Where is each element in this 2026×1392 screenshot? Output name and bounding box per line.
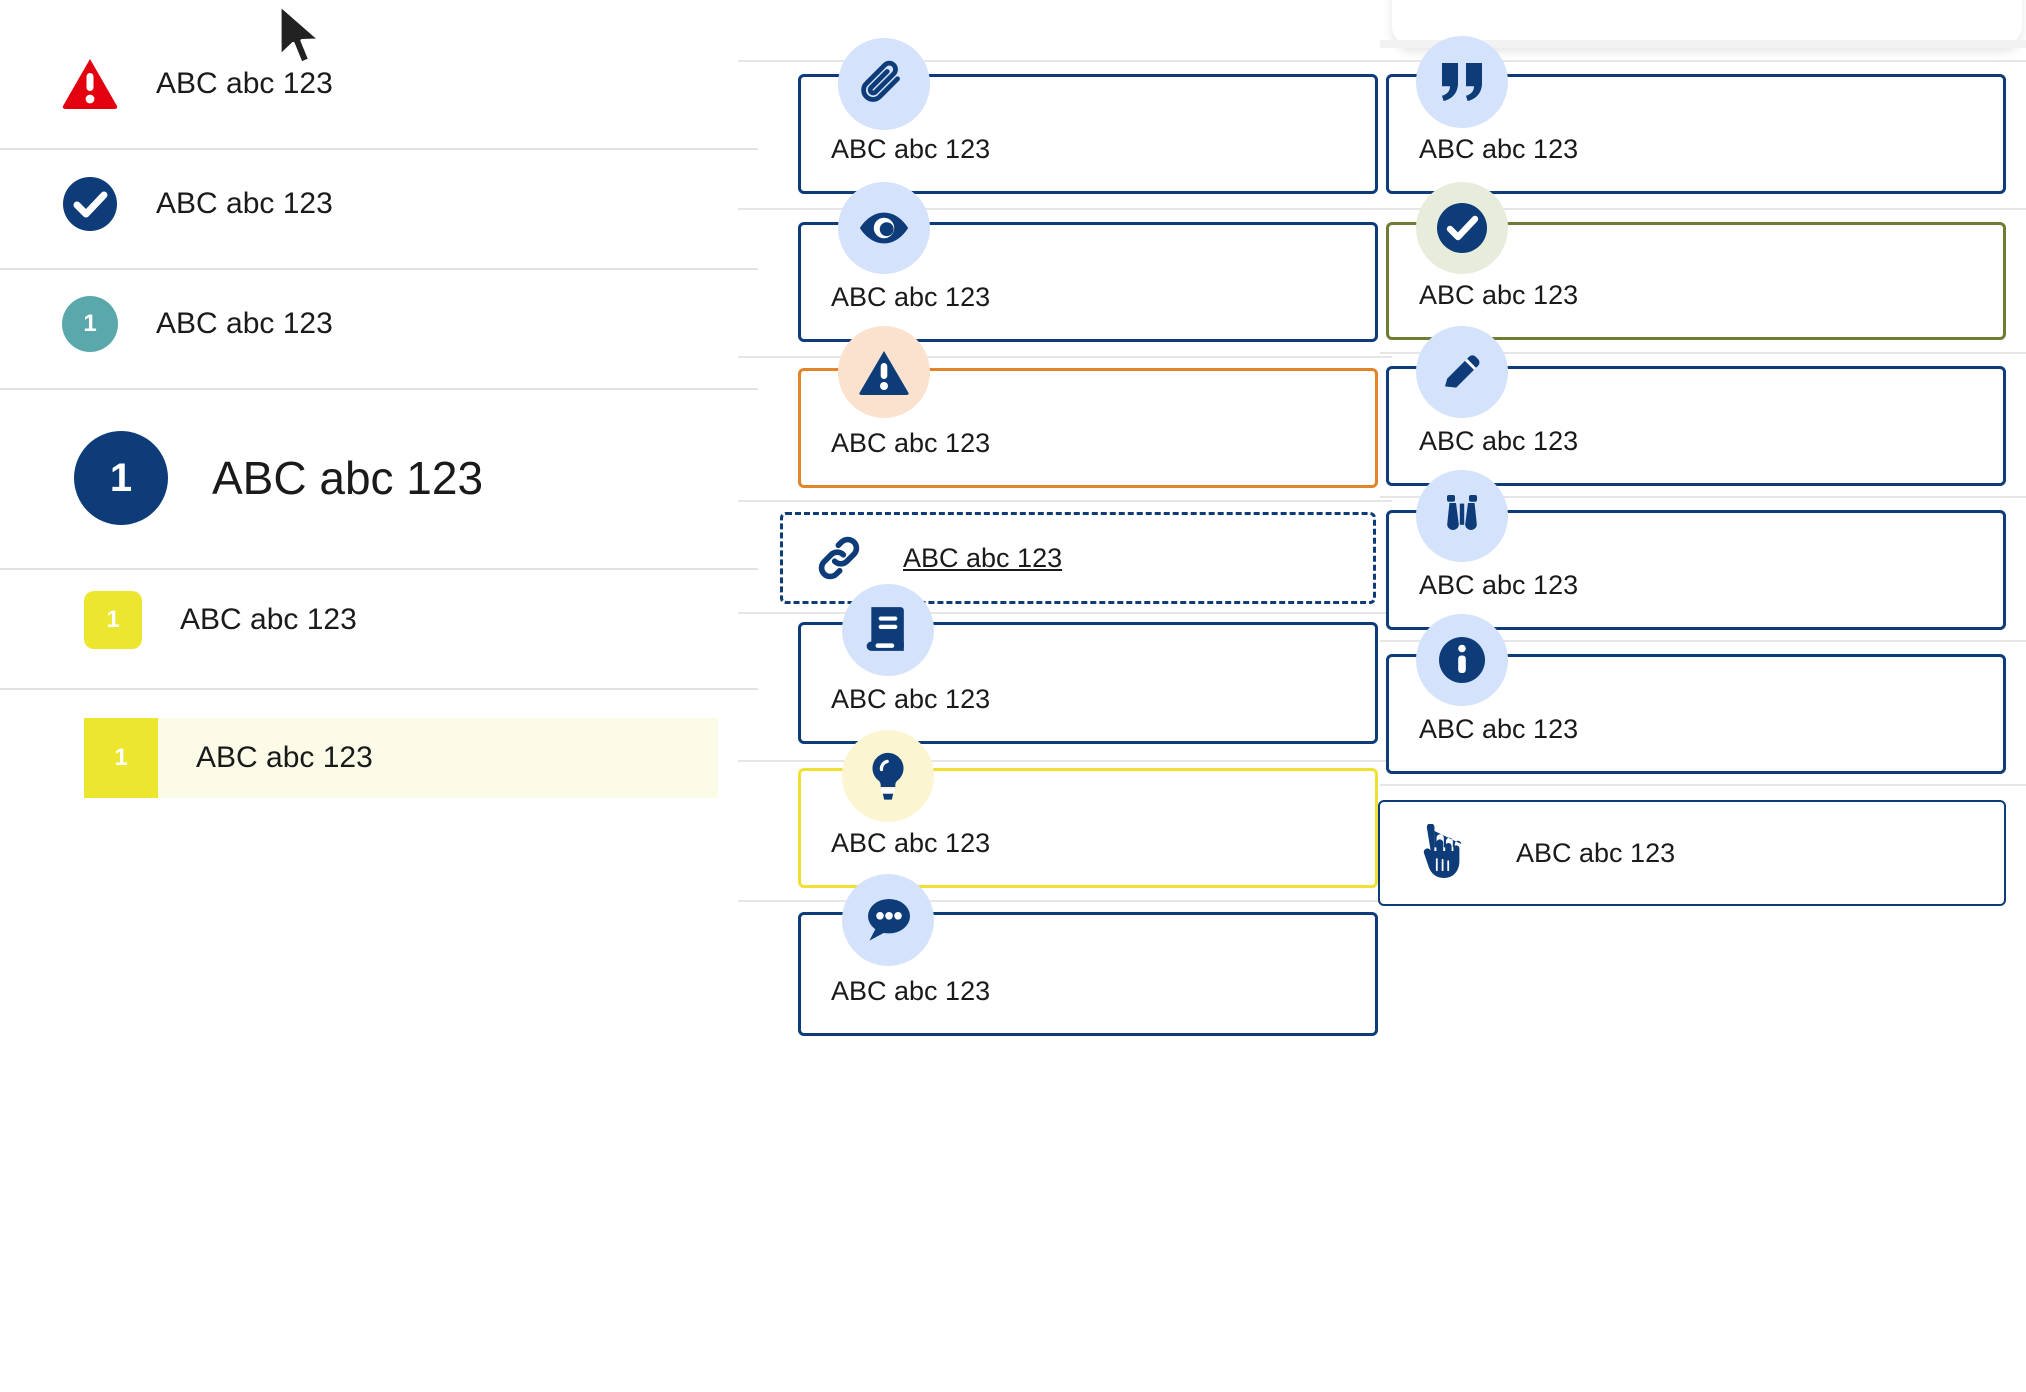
- warning-triangle-icon: [838, 326, 930, 418]
- card-success[interactable]: ABC abc 123: [1386, 222, 2006, 340]
- column-rule: [738, 612, 1392, 614]
- column-rule: [738, 60, 1392, 62]
- column-rule: [1380, 352, 2026, 354]
- sidebar-item-teal-counter[interactable]: 1 ABC abc 123: [0, 292, 758, 356]
- card-label: ABC abc 123: [1419, 134, 1579, 164]
- card-action[interactable]: ABC abc 123: [1378, 800, 2006, 906]
- sidebar-item-label: ABC abc 123: [180, 603, 357, 636]
- warning-triangle-icon: [62, 56, 118, 112]
- sidebar-divider: [0, 688, 758, 690]
- sidebar-item-warning[interactable]: ABC abc 123: [0, 52, 758, 116]
- card-label: ABC abc 123: [831, 976, 991, 1006]
- column-rule: [1380, 208, 2026, 210]
- paperclip-icon: [838, 38, 930, 130]
- mouse-cursor-icon: [276, 2, 330, 73]
- sidebar-item-label: ABC abc 123: [156, 187, 333, 220]
- link-chain-icon: [811, 530, 867, 586]
- background-panel-strip: [1380, 40, 2026, 48]
- sidebar-divider: [0, 268, 758, 270]
- sidebar-item-label: ABC abc 123: [156, 307, 333, 340]
- card-label: ABC abc 123: [831, 828, 991, 858]
- column-rule: [1380, 784, 2026, 786]
- card-label: ABC abc 123: [831, 282, 991, 312]
- column-rule: [738, 356, 1392, 358]
- column-rule: [1380, 60, 2026, 62]
- card-label: ABC abc 123: [831, 134, 991, 164]
- card-label: ABC abc 123: [1516, 837, 1676, 868]
- sidebar-item-label: ABC abc 123: [196, 741, 373, 774]
- quote-marks-icon: [1416, 36, 1508, 128]
- number-badge-icon: 1: [74, 431, 168, 525]
- sidebar-item-yellow-counter[interactable]: 1 ABC abc 123: [0, 590, 758, 650]
- card-label: ABC abc 123: [1419, 280, 1579, 310]
- card-label: ABC abc 123: [1419, 714, 1579, 744]
- card-link-label[interactable]: ABC abc 123: [903, 542, 1063, 573]
- lightbulb-icon: [842, 730, 934, 822]
- sidebar-item-label: ABC abc 123: [212, 452, 484, 504]
- pointing-hand-icon: [1410, 823, 1466, 883]
- column-rule: [738, 500, 1392, 502]
- comment-dots-icon: [842, 874, 934, 966]
- check-circle-icon: [62, 176, 118, 232]
- card-label: ABC abc 123: [831, 428, 991, 458]
- card-label: ABC abc 123: [1419, 570, 1579, 600]
- number-badge-icon: 1: [84, 718, 158, 798]
- binoculars-icon: [1416, 470, 1508, 562]
- background-panel: [1392, 0, 2022, 46]
- eye-icon: [838, 182, 930, 274]
- sidebar-divider: [0, 568, 758, 570]
- sidebar: ABC abc 123 ABC abc 123 1 ABC abc 123 1 …: [0, 0, 758, 1392]
- sidebar-divider: [0, 388, 758, 390]
- column-rule: [1380, 496, 2026, 498]
- column-rule: [1380, 640, 2026, 642]
- check-circle-icon: [1416, 182, 1508, 274]
- info-circle-icon: [1416, 614, 1508, 706]
- card-label: ABC abc 123: [831, 684, 991, 714]
- card-label: ABC abc 123: [1419, 426, 1579, 456]
- sidebar-item-check[interactable]: ABC abc 123: [0, 172, 758, 236]
- number-badge-icon: 1: [62, 296, 118, 352]
- column-rule: [738, 900, 1392, 902]
- sidebar-item-primary-counter[interactable]: 1 ABC abc 123: [0, 424, 758, 532]
- sidebar-item-label: ABC abc 123: [156, 67, 333, 100]
- column-rule: [738, 208, 1392, 210]
- sidebar-divider: [0, 148, 758, 150]
- column-rule: [738, 760, 1392, 762]
- number-badge-icon: 1: [84, 591, 142, 649]
- book-icon: [842, 584, 934, 676]
- sidebar-item-selected[interactable]: 1 ABC abc 123: [84, 718, 718, 798]
- pencil-icon: [1416, 326, 1508, 418]
